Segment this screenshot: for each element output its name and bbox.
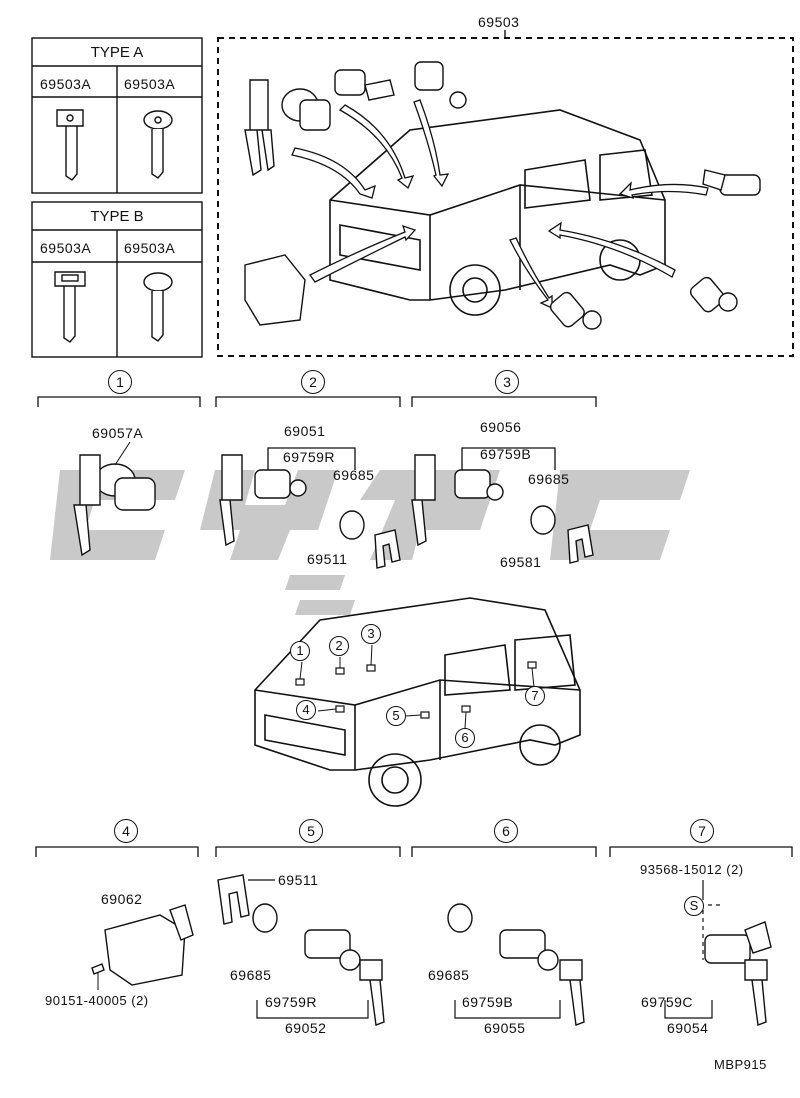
part-90151-40005: 90151-40005 (2) — [45, 993, 149, 1008]
key-icon — [143, 272, 173, 342]
assembly-69056: 69056 — [480, 419, 522, 435]
lock-cylinder-icon — [702, 169, 761, 196]
part-93568-15012: 93568-15012 (2) — [640, 862, 744, 877]
key-icon — [219, 454, 243, 547]
van-callout-5: 5 — [386, 706, 406, 726]
part-69511-s2: 69511 — [307, 551, 348, 567]
part-69685-s5: 69685 — [230, 967, 272, 983]
type-b-title: TYPE B — [90, 208, 144, 225]
part-69759c: 69759C — [641, 994, 694, 1010]
lock-cylinder-icon — [499, 929, 559, 971]
part-69685-s2: 69685 — [333, 467, 375, 483]
type-b-right-part: 69503A — [124, 240, 176, 256]
assembly-69051: 69051 — [284, 423, 326, 439]
part-69581: 69581 — [500, 554, 542, 570]
part-69057a: 69057A — [92, 425, 144, 441]
lock-cylinder-icon — [304, 929, 361, 971]
key-icon — [169, 904, 194, 941]
van-icon — [254, 597, 581, 807]
key-icon — [56, 109, 84, 181]
s-symbol: S — [684, 896, 704, 916]
part-69759r: 69759R — [283, 449, 336, 465]
van-callout-4: 4 — [296, 700, 316, 720]
lock-cylinder-icon — [454, 469, 504, 501]
type-a-right-part: 69503A — [124, 76, 176, 92]
clip-icon — [567, 524, 594, 564]
type-a-left-part: 69503A — [40, 76, 92, 92]
assembly-69054: 69054 — [667, 1020, 709, 1036]
clip-icon — [217, 874, 250, 925]
section-6-index: 6 — [494, 819, 518, 843]
part-69759r-s5: 69759R — [265, 994, 318, 1010]
lock-cylinder-icon — [704, 921, 772, 964]
lock-cylinder-icon — [281, 88, 331, 131]
section-4-index: 4 — [114, 819, 138, 843]
section-1-index: 1 — [108, 370, 132, 394]
seal-ring — [530, 505, 556, 535]
part-69685-s3: 69685 — [528, 471, 570, 487]
screw-icon — [91, 963, 105, 975]
lock-cylinder-icon — [549, 291, 602, 330]
part-69759b-s6: 69759B — [462, 994, 514, 1010]
type-a-title: TYPE A — [90, 44, 144, 61]
section-5-index: 5 — [299, 819, 323, 843]
type-b-left-part: 69503A — [40, 240, 92, 256]
key-icon — [359, 959, 385, 1026]
lock-cylinder-icon — [254, 469, 307, 499]
van-callout-1: 1 — [290, 641, 310, 661]
van-callout-2: 2 — [329, 636, 349, 656]
assembly-69052: 69052 — [285, 1020, 327, 1036]
seal-ring — [447, 903, 473, 933]
van-icon — [329, 109, 666, 316]
key-icon — [411, 454, 436, 547]
lock-cylinder-icon — [689, 276, 738, 313]
part-69062: 69062 — [101, 891, 143, 907]
part-69511-s5: 69511 — [278, 872, 319, 888]
van-callout-6: 6 — [455, 728, 475, 748]
section-2-index: 2 — [301, 370, 325, 394]
lock-cylinder-icon — [334, 69, 395, 101]
key-icon — [54, 271, 86, 343]
key-icon — [73, 454, 101, 557]
part-69685-s6: 69685 — [428, 967, 470, 983]
key-icon — [143, 110, 173, 179]
assembly-number: 69503 — [478, 14, 520, 30]
lock-cylinder-icon — [414, 61, 467, 109]
lock-cylinder-icon — [244, 254, 306, 326]
key-icon — [744, 959, 768, 1026]
part-69759b-s3: 69759B — [480, 446, 532, 462]
drawing-code: MBP915 — [714, 1057, 767, 1072]
seal-ring — [252, 903, 278, 933]
key-icon — [559, 959, 585, 1026]
lock-cylinder-icon — [94, 463, 156, 511]
lock-cylinder-icon — [104, 914, 186, 986]
section-3-index: 3 — [495, 370, 519, 394]
assembly-69055: 69055 — [484, 1020, 526, 1036]
key-icon — [244, 79, 275, 177]
section-7-index: 7 — [690, 819, 714, 843]
clip-icon — [374, 529, 401, 569]
van-callout-3: 3 — [361, 624, 381, 644]
seal-ring — [339, 510, 365, 540]
van-callout-7: 7 — [525, 686, 545, 706]
